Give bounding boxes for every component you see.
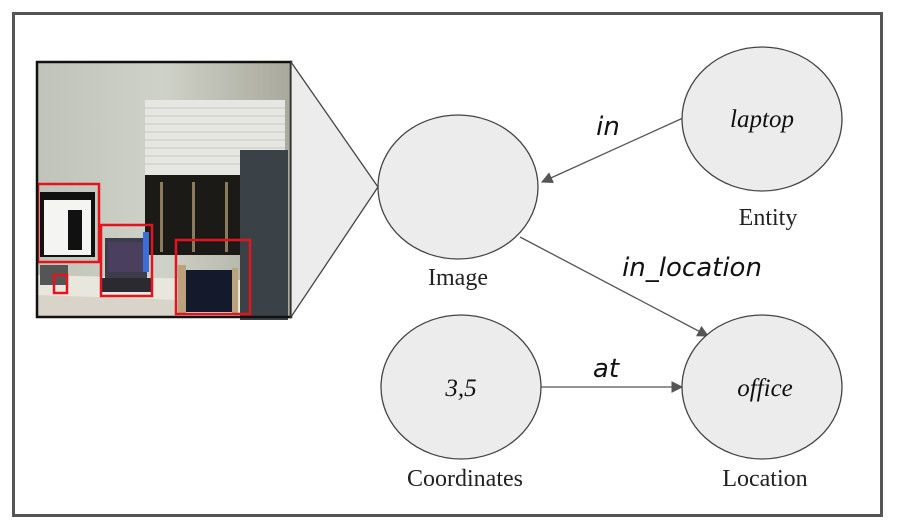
- edge-label-in-location: in_location: [622, 253, 762, 283]
- bbox-small-object: [52, 273, 69, 295]
- node-coordinates-label: 3,5: [444, 375, 476, 402]
- edge-in: [540, 117, 684, 183]
- zoom-callout: [290, 59, 379, 320]
- node-location-caption: Location: [722, 466, 807, 492]
- node-location-label: office: [737, 375, 793, 402]
- node-coordinates: [380, 314, 542, 460]
- edge-label-in: in: [596, 112, 620, 142]
- node-entity-label: laptop: [730, 106, 794, 133]
- bbox-laptop: [99, 223, 154, 298]
- bbox-chair: [174, 238, 252, 316]
- edge-label-at: at: [593, 354, 620, 384]
- edge-in-location: [519, 236, 710, 337]
- node-coordinates-caption: Coordinates: [407, 466, 523, 492]
- node-location: [681, 314, 843, 460]
- node-image-caption: Image: [428, 265, 488, 291]
- office-photo: [35, 60, 293, 320]
- node-image: [377, 114, 539, 260]
- node-entity: [681, 46, 843, 192]
- node-entity-caption: Entity: [739, 205, 798, 231]
